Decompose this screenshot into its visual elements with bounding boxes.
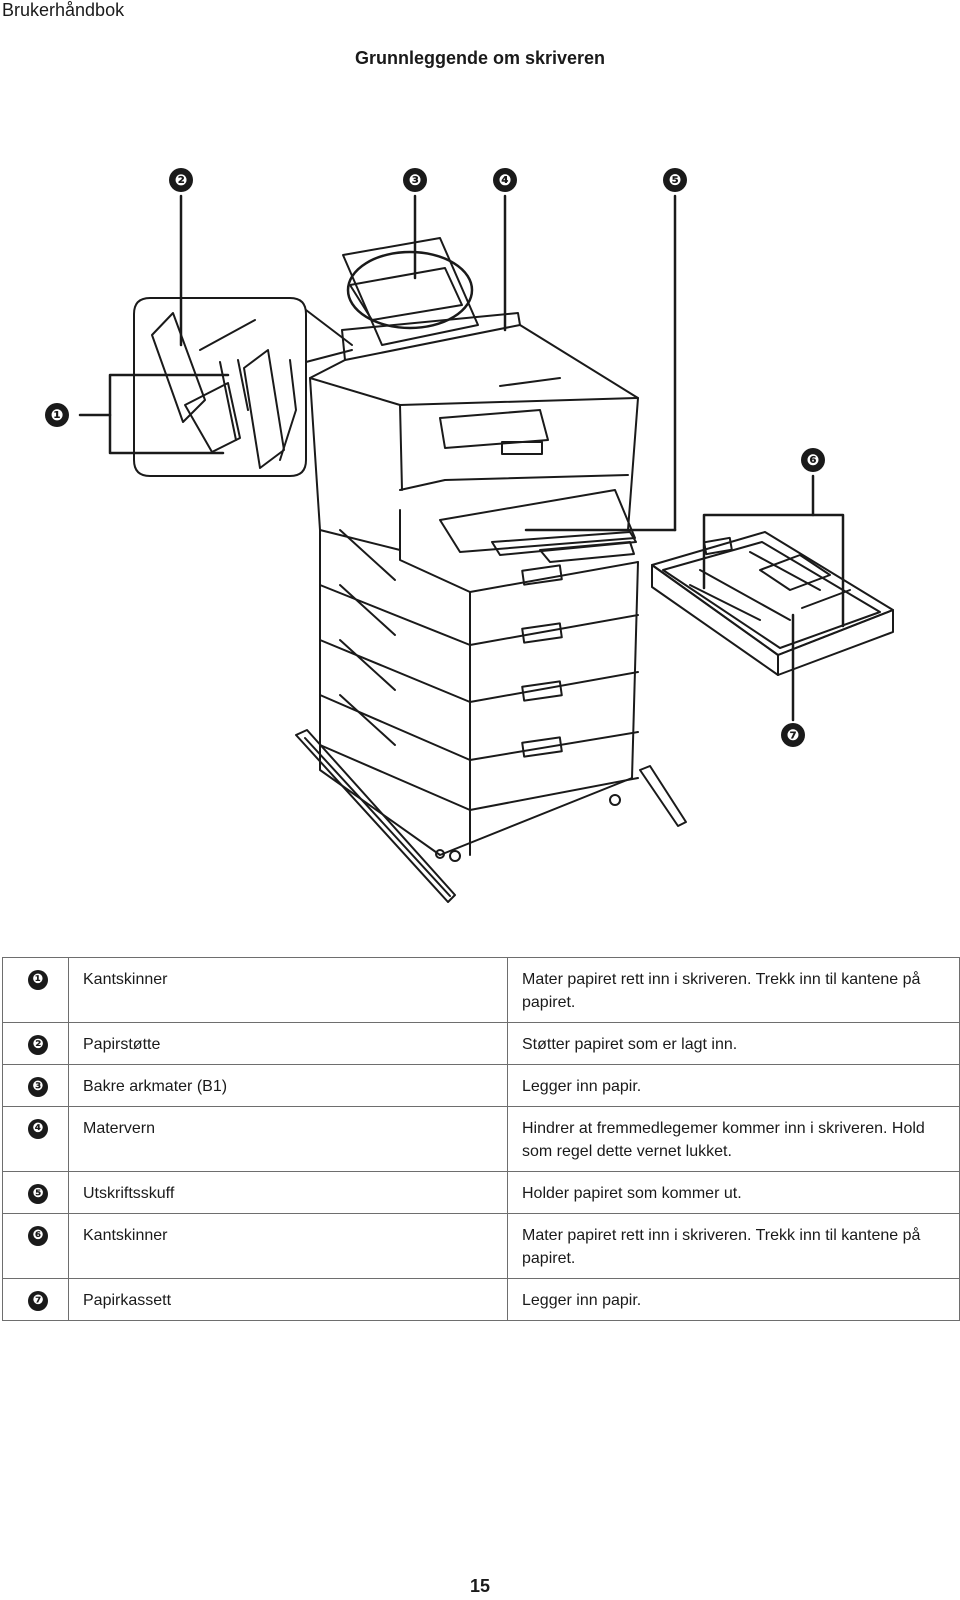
svg-text:❺: ❺ [669,171,682,189]
part-number-badge: ❹ [28,1119,48,1139]
page-number: 15 [469,1576,491,1596]
paper-cassette-drawing [651,531,894,676]
part-description: Holder papiret som kommer ut. [507,1171,960,1214]
printer-illustration: ❷ ❸ ❹ ❺ ❶ ❻ ❼ [45,168,894,903]
part-description: Mater papiret rett inn i skriveren. Trek… [507,1213,960,1279]
part-number-cell: ❺ [2,1171,69,1214]
part-number-cell: ❸ [2,1064,69,1107]
svg-text:❷: ❷ [175,171,188,189]
part-number-cell: ❹ [2,1106,69,1172]
part-number-badge: ❺ [28,1184,48,1204]
svg-text:❶: ❶ [51,406,64,424]
svg-text:❻: ❻ [807,451,820,469]
callout-leaders [78,194,845,722]
part-description: Støtter papiret som er lagt inn. [507,1022,960,1065]
callout-badges: ❷ ❸ ❹ ❺ ❶ ❻ ❼ [45,168,825,747]
table-row: ❸ Bakre arkmater (B1)Legger inn papir. [2,1064,960,1107]
part-number-cell: ❶ [2,957,69,1023]
part-name: Bakre arkmater (B1) [68,1064,508,1107]
part-number-cell: ❼ [2,1278,69,1321]
svg-text:❸: ❸ [409,171,422,189]
stand-legs [295,729,687,903]
part-description: Hindrer at fremmedlegemer kommer inn i s… [507,1106,960,1172]
part-number-badge: ❷ [28,1035,48,1055]
section-title: Grunnleggende om skriveren [354,48,606,68]
detail-inset [133,297,353,477]
callout-badge-5: ❺ [663,168,687,192]
callout-badge-6: ❻ [801,448,825,472]
callout-badge-2: ❷ [169,168,193,192]
header-title: Brukerhåndbok [2,0,125,20]
svg-text:❼: ❼ [787,726,800,744]
part-name: Papirstøtte [68,1022,508,1065]
part-number-badge: ❼ [28,1291,48,1311]
part-name: Kantskinner [68,957,508,1023]
callout-badge-4: ❹ [493,168,517,192]
part-description: Legger inn papir. [507,1278,960,1321]
callout-badge-7: ❼ [781,723,805,747]
svg-text:❹: ❹ [499,171,512,189]
part-name: Utskriftsskuff [68,1171,508,1214]
part-number-cell: ❻ [2,1213,69,1279]
part-description: Mater papiret rett inn i skriveren. Trek… [507,957,960,1023]
part-number-badge: ❸ [28,1077,48,1097]
part-description: Legger inn papir. [507,1064,960,1107]
part-number-badge: ❶ [28,970,48,990]
part-name: Matervern [68,1106,508,1172]
part-name: Kantskinner [68,1213,508,1279]
part-name: Papirkassett [68,1278,508,1321]
part-number-badge: ❻ [28,1226,48,1246]
part-number-cell: ❷ [2,1022,69,1065]
callout-badge-3: ❸ [403,168,427,192]
callout-badge-1: ❶ [45,403,69,427]
printer-body [309,237,639,856]
printer-diagram: ❷ ❸ ❹ ❺ ❶ ❻ ❼ [0,150,960,930]
